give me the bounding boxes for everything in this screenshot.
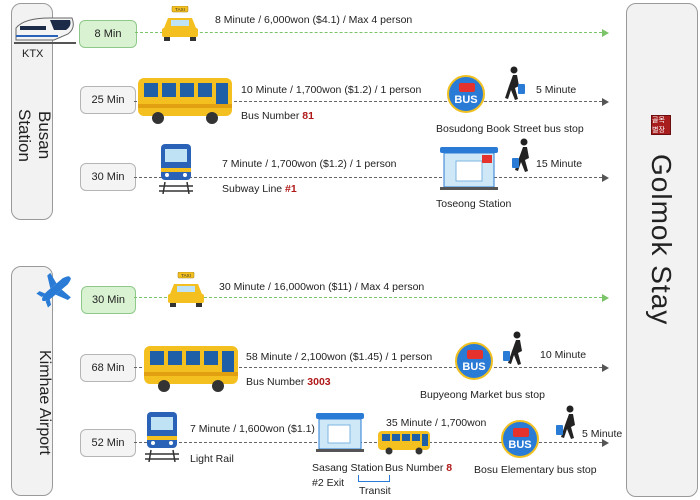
airport-bus-route-line [134, 367, 602, 368]
bus-stop-sign-text: BUS [462, 361, 486, 373]
small-bus-icon [378, 431, 430, 455]
busan-subway-line: Subway Line #1 [222, 183, 297, 195]
busan-bus-stop-name: Bosudong Book Street bus stop [436, 123, 584, 135]
busan-bus-prefix: Bus Number [241, 110, 300, 122]
airport-rail-bus-desc: 35 Minute / 1,700won [386, 417, 487, 429]
airport-rail-name: Light Rail [190, 453, 234, 465]
airport-transfer-station: Sasang Station [312, 462, 384, 474]
airport-bus-stop-name: Bupyeong Market bus stop [420, 389, 545, 401]
golmok-logo: 골목 별장 [651, 115, 671, 135]
airplane-icon [36, 272, 71, 308]
station-shelter-icon [440, 147, 498, 190]
mini-bus-icon [459, 83, 475, 92]
mini-bus-icon [467, 350, 483, 359]
busan-station-label: Busan Station [15, 108, 54, 162]
taxi-sign-text: TAXI [175, 7, 185, 12]
airport-rail-arrowhead [602, 439, 609, 447]
walking-person-icon [503, 331, 522, 365]
bus-stop-sign-text: BUS [508, 439, 532, 451]
airport-bus-walk-time: 10 Minute [540, 349, 587, 361]
airport-taxi-route-line [134, 297, 602, 298]
transit-bracket [358, 475, 390, 482]
walking-person-icon [556, 405, 575, 439]
airport-bus-number: 3003 [307, 376, 331, 388]
station-shelter-icon [316, 413, 364, 452]
ktx-label: KTX [22, 48, 44, 60]
mini-bus-icon [513, 428, 529, 437]
transit-label: Transit [359, 485, 391, 497]
walking-person-icon [505, 66, 525, 100]
busan-subway-stop-name: Toseong Station [436, 198, 512, 210]
airport-bus-time: 68 Min [80, 354, 136, 382]
busan-bus-walk-time: 5 Minute [536, 84, 577, 96]
destination-label: Golmok Stay [646, 154, 677, 326]
busan-subway-number: #1 [285, 183, 297, 195]
busan-subway-time: 30 Min [80, 163, 136, 191]
ktx-taxi-route-line [135, 32, 602, 33]
busan-subway-desc: 7 Minute / 1,700won ($1.2) / 1 person [222, 158, 397, 170]
bus-stop-sign-icon: BUS [501, 420, 539, 458]
ktx-taxi-desc: 8 Minute / 6,000won ($4.1) / Max 4 perso… [215, 14, 413, 26]
airport-rail-stop-name: Bosu Elementary bus stop [474, 464, 597, 476]
airport-bus-prefix: Bus Number [246, 376, 305, 388]
airport-rail-time: 52 Min [80, 429, 136, 457]
airport-bus-arrowhead [602, 364, 609, 372]
bus-icon [138, 78, 232, 124]
ktx-taxi-time: 8 Min [79, 20, 137, 48]
airport-rail-bus-number-line: Bus Number 8 [385, 462, 452, 474]
airport-transfer-exit: #2 Exit [312, 477, 345, 489]
busan-bus-time: 25 Min [80, 86, 136, 114]
subway-train-icon [159, 144, 193, 194]
taxi-sign-text: TAXI [181, 273, 191, 278]
busan-subway-walk-time: 15 Minute [536, 158, 583, 170]
airport-bus-desc: 58 Minute / 2,100won ($1.45) / 1 person [246, 351, 433, 363]
busan-bus-route-line [134, 101, 602, 102]
airport-bus-number-line: Bus Number 3003 [246, 376, 331, 388]
busan-bus-number: 81 [302, 110, 314, 122]
busan-bus-desc: 10 Minute / 1,700won ($1.2) / 1 person [241, 84, 422, 96]
busan-subway-prefix: Subway Line [222, 183, 283, 195]
airport-rail-bus-prefix: Bus Number [385, 462, 444, 474]
airport-taxi-time: 30 Min [81, 286, 136, 314]
taxi-icon: TAXI [162, 6, 198, 41]
taxi-icon: TAXI [168, 272, 204, 307]
airport-rail-walk-time: 5 Minute [582, 428, 623, 440]
light-rail-icon [145, 412, 179, 462]
bus-stop-sign-icon: BUS [447, 75, 485, 113]
airport-taxi-arrowhead [602, 294, 609, 302]
ktx-train-icon [14, 17, 76, 44]
busan-bus-number-line: Bus Number 81 [241, 110, 314, 122]
bus-stop-sign-icon: BUS [455, 342, 493, 380]
busan-subway-route-line [134, 177, 602, 178]
kimhae-airport-panel [11, 266, 53, 496]
airport-rail-bus-number: 8 [446, 462, 453, 474]
busan-subway-arrowhead [602, 174, 609, 182]
bus-stop-sign-text: BUS [454, 94, 478, 106]
kimhae-airport-label: Kimhae Airport [36, 350, 53, 455]
ktx-taxi-arrowhead [602, 29, 609, 37]
busan-bus-arrowhead [602, 98, 609, 106]
bus-icon [144, 346, 238, 392]
destination-panel [626, 3, 698, 497]
walking-person-icon [512, 138, 529, 172]
airport-rail-desc: 7 Minute / 1,600won ($1.1) [190, 423, 315, 435]
airport-rail-route-line [134, 442, 602, 443]
airport-taxi-desc: 30 Minute / 16,000won ($11) / Max 4 pers… [219, 281, 425, 293]
